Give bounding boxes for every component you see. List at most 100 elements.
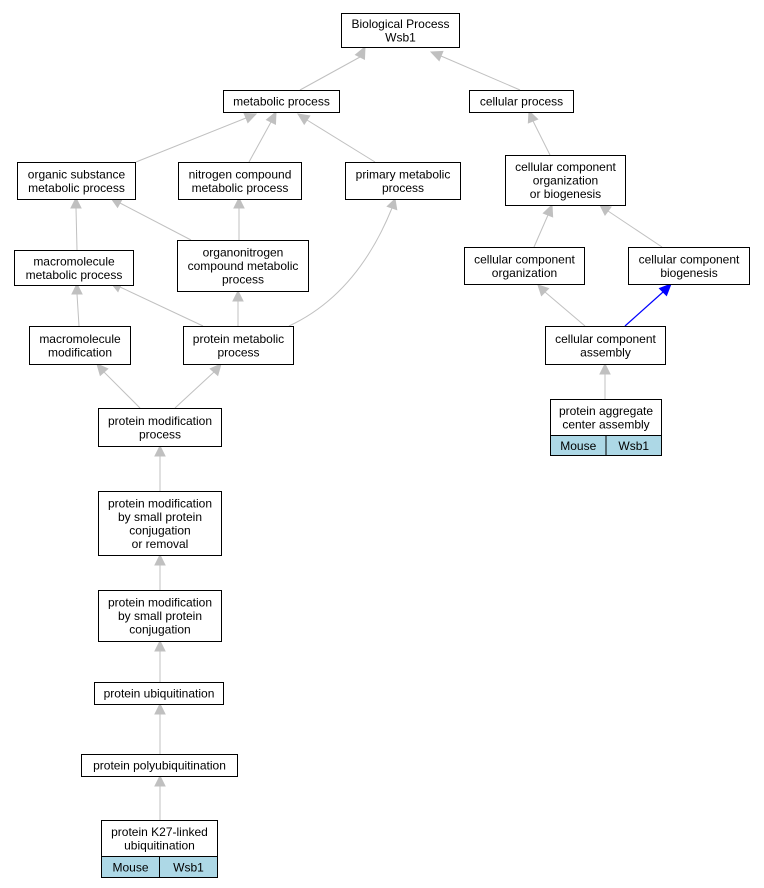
edge-cc_assembly-to-cc_org	[537, 284, 586, 327]
arrowhead	[265, 110, 277, 126]
arrowhead	[209, 363, 222, 377]
edge-nitrogen-to-metabolic	[248, 110, 277, 163]
node-label-line: organization	[492, 266, 557, 280]
edge-organonitrogen-to-organic	[109, 197, 192, 241]
node-label-line: biogenesis	[660, 266, 717, 280]
annotation-gene: Wsb1	[605, 435, 662, 456]
node-box	[183, 326, 294, 365]
edge-cc_assembly-to-cc_bio	[624, 283, 672, 327]
edge-prot_met-to-organonitrogen	[232, 289, 244, 326]
node-label-line: organonitrogen	[203, 246, 284, 260]
node-label-line: protein K27-linked	[111, 825, 208, 839]
node-label-line: metabolic process	[233, 95, 330, 109]
arrowhead	[658, 283, 672, 297]
node-box	[98, 590, 222, 642]
edge-organic-to-metabolic	[135, 112, 258, 163]
edge-line	[119, 202, 192, 241]
node-label-line: or biogenesis	[530, 187, 601, 201]
arrowhead	[599, 204, 612, 216]
arrowhead	[154, 702, 166, 715]
node-label-line: organic substance	[28, 167, 126, 181]
edge-prot_met-to-primary	[288, 197, 398, 327]
node-label-line: protein modification	[108, 414, 212, 428]
edge-cc_org-to-ccob	[533, 203, 554, 248]
node-box	[98, 491, 222, 556]
node-label-line: cellular component	[515, 160, 616, 174]
edge-ubiq-to-small_conj	[154, 639, 166, 682]
node-box	[177, 240, 309, 292]
node-label-line: conjugation	[129, 523, 190, 537]
arrowhead	[154, 553, 166, 566]
go-term-polyubiq[interactable]: protein polyubiquitination	[81, 754, 238, 777]
node-label-line: cellular component	[474, 252, 575, 266]
node-label-line: protein ubiquitination	[104, 687, 215, 701]
edge-line	[119, 286, 204, 327]
node-label-line: by small protein	[118, 510, 202, 524]
node-box	[469, 90, 574, 113]
arrowhead	[96, 363, 109, 377]
arrowhead	[154, 774, 166, 787]
node-box	[94, 682, 224, 705]
go-term-cellular[interactable]: cellular process	[469, 90, 574, 113]
edge-line	[288, 207, 393, 327]
arrowhead	[232, 289, 244, 302]
edge-small_conj_rem-to-prot_mod	[154, 444, 166, 491]
arrowhead	[71, 282, 83, 295]
node-box	[98, 408, 222, 447]
edge-organonitrogen-to-nitrogen	[233, 196, 245, 240]
arrowhead	[537, 284, 550, 297]
node-label-line: primary metabolic	[356, 167, 451, 181]
arrowhead	[243, 112, 258, 124]
node-box	[14, 250, 134, 286]
arrowhead	[542, 203, 554, 218]
edge-line	[624, 291, 664, 327]
go-term-metabolic[interactable]: metabolic process	[223, 90, 340, 113]
node-label-line: process	[382, 181, 424, 195]
edge-line	[103, 371, 141, 409]
node-box	[341, 13, 460, 48]
edge-k27-to-polyubiq	[154, 774, 166, 820]
edge-cc_bio-to-ccob	[599, 204, 663, 248]
node-box	[17, 162, 136, 200]
edge-metabolic-to-root	[299, 45, 366, 91]
node-label-line: protein aggregate	[559, 404, 653, 418]
node-label-line: assembly	[580, 345, 631, 359]
arrowhead	[233, 196, 245, 209]
node-label-line: or removal	[132, 537, 189, 551]
node-label-line: compound metabolic	[188, 259, 299, 273]
edge-line	[544, 291, 586, 327]
edge-line	[607, 210, 663, 248]
node-box	[345, 162, 461, 200]
edge-line	[532, 120, 551, 156]
go-term-ubiq[interactable]: protein ubiquitination	[94, 682, 224, 705]
edge-line	[174, 371, 215, 409]
edge-prot_mod-to-prot_met	[174, 363, 222, 409]
node-label-line: process	[139, 427, 181, 441]
node-label-line: cellular process	[480, 95, 563, 109]
node-label-line: protein modification	[108, 596, 212, 610]
edge-line	[75, 207, 78, 251]
node-label-line: ubiquitination	[124, 838, 195, 852]
node-label-line: modification	[48, 345, 112, 359]
node-label-line: protein metabolic	[193, 332, 284, 346]
node-label-line: nitrogen compound	[189, 167, 292, 181]
node-label-line: center assembly	[562, 417, 649, 431]
